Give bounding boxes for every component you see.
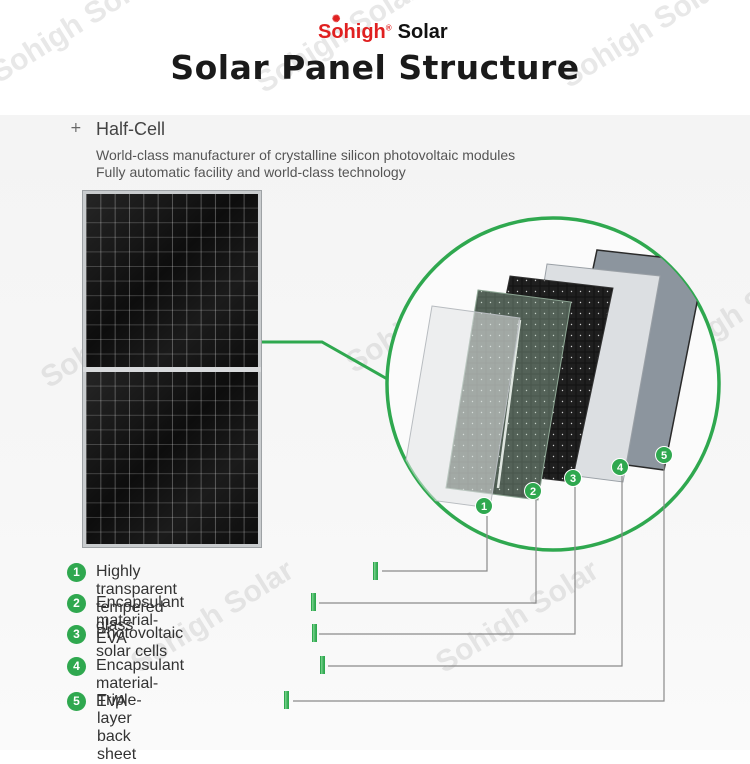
brand-name-red-text: Sohigh <box>318 20 386 43</box>
legend-marker-4 <box>320 656 325 674</box>
brand-name-red: ✺ Sohigh® <box>318 14 392 44</box>
connector-line <box>262 340 390 382</box>
section-subtitle: Half-Cell <box>96 119 166 139</box>
legend-label-5: Triple-layer back sheet <box>97 692 142 763</box>
page-title: Solar Panel Structure <box>170 48 580 87</box>
legend-number-2: 2 <box>67 594 86 613</box>
description-line-1: World-class manufacturer of crystalline … <box>96 147 516 163</box>
legend-label-2: Encapsulant material-EVA <box>96 594 185 647</box>
badge-4: 4 <box>617 462 624 474</box>
plus-icon: + <box>70 120 82 136</box>
legend-label-1: Highly transparent tempered glass <box>96 563 177 634</box>
legend-marker-2 <box>311 593 316 611</box>
solar-panel-image <box>82 190 262 548</box>
legend-number-3: 3 <box>67 625 86 644</box>
badge-2: 2 <box>530 486 536 498</box>
badge-5: 5 <box>661 450 667 462</box>
badge-3: 3 <box>570 473 576 485</box>
label-leader-lines <box>293 463 665 702</box>
description-line-2: Fully automatic facility and world-class… <box>96 164 406 180</box>
legend-number-4: 4 <box>67 657 86 676</box>
legend-number-5: 5 <box>67 692 86 711</box>
brand-logo: ✺ Sohigh® Solar <box>318 14 448 46</box>
panel-bottom-half <box>86 372 258 544</box>
brand-name-black: Solar <box>397 20 448 43</box>
panel-divider <box>83 367 261 372</box>
sun-icon: ✺ <box>332 13 341 25</box>
legend-label-3: Photovoltaic solar cells <box>96 625 184 660</box>
legend-number-1: 1 <box>67 563 86 582</box>
badge-1: 1 <box>481 501 487 513</box>
legend-marker-3 <box>312 624 317 642</box>
legend-label-4: Encapsulant material-EVA <box>96 657 185 710</box>
panel-top-half <box>86 194 258 367</box>
legend-marker-1 <box>373 562 378 580</box>
registered-mark: ® <box>385 22 392 32</box>
legend-marker-5 <box>284 691 289 709</box>
layer-number-badges: 1 2 3 4 5 <box>475 446 673 515</box>
